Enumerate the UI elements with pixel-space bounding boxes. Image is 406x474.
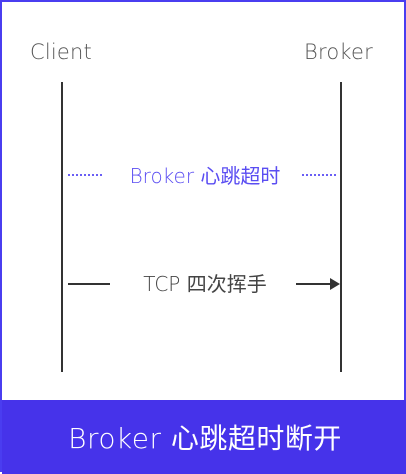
timeout-dotted-line-right	[302, 174, 336, 176]
footer-caption-bar: Broker 心跳超时断开	[2, 400, 406, 474]
footer-caption-text: Broker 心跳超时断开	[68, 422, 342, 455]
client-actor-label: Client	[30, 40, 92, 64]
client-lifeline	[61, 82, 63, 372]
tcp-arrow-line-right	[296, 283, 332, 285]
timeout-dotted-line-left	[68, 174, 102, 176]
broker-actor-label: Broker	[304, 40, 373, 64]
broker-lifeline	[340, 82, 342, 372]
tcp-arrow-head-icon	[330, 278, 340, 290]
tcp-handshake-message: TCP 四次挥手	[143, 272, 267, 296]
tcp-arrow-line-left	[68, 283, 110, 285]
heartbeat-timeout-message: Broker 心跳超时	[129, 164, 281, 188]
